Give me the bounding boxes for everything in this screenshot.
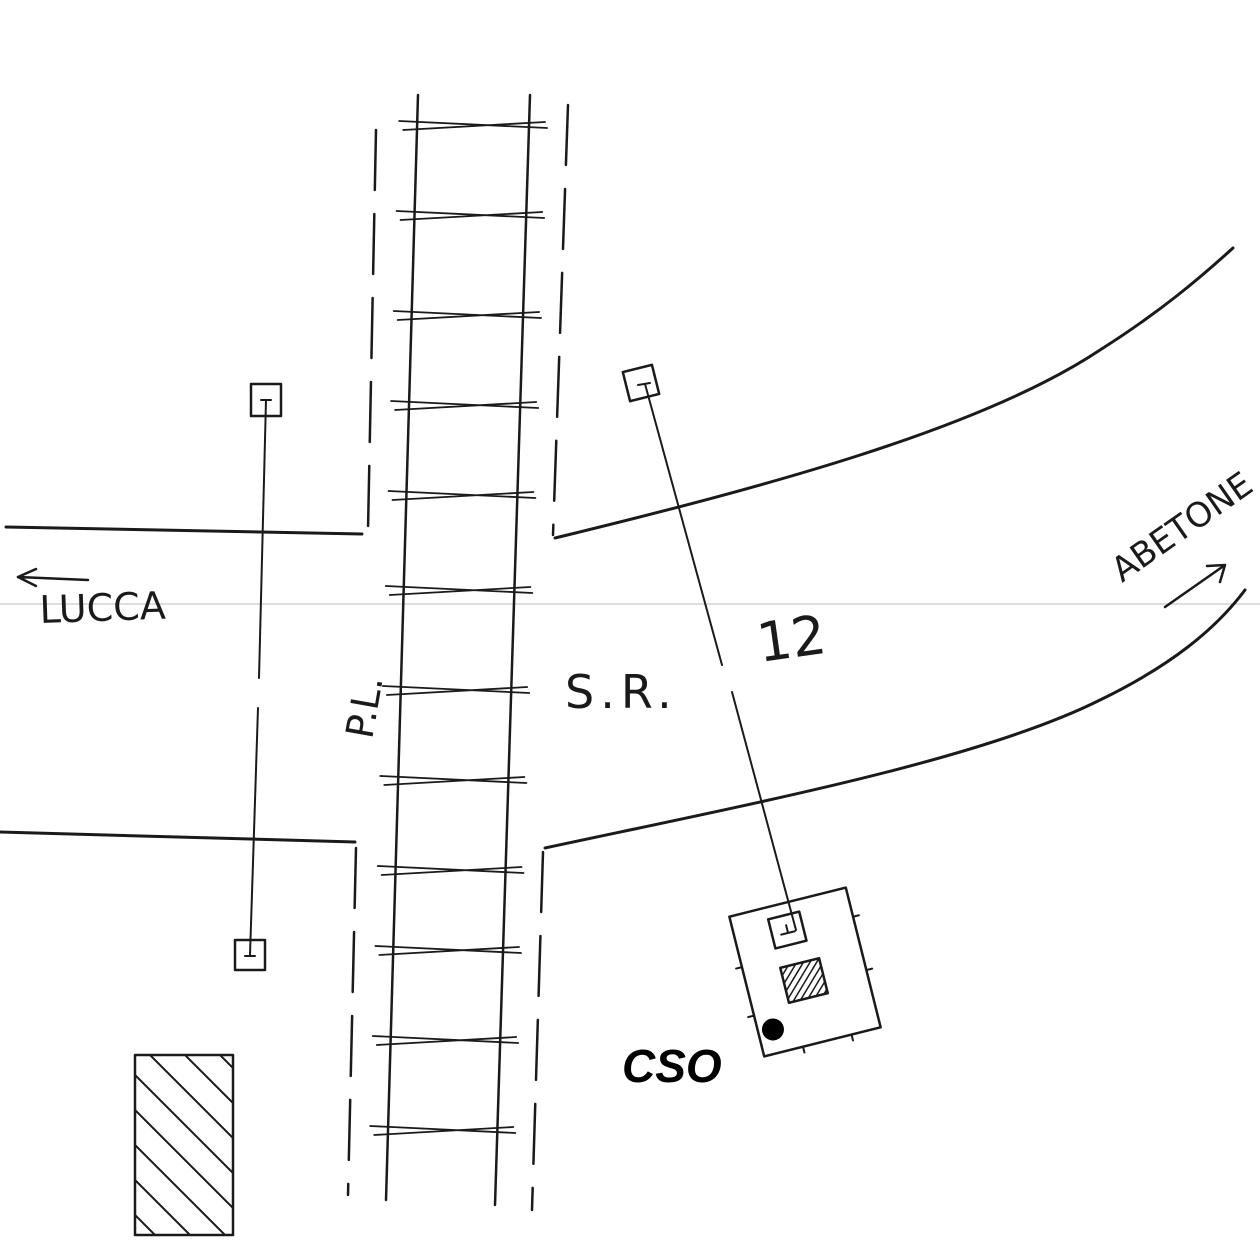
sleeper bbox=[374, 945, 522, 956]
sleeper bbox=[395, 210, 546, 221]
rail-left bbox=[384, 93, 420, 1202]
arrow-left-icon bbox=[16, 567, 90, 588]
right-road-top-edge bbox=[553, 246, 1235, 540]
crossing-boundary-left-upper bbox=[366, 128, 378, 532]
sleeper bbox=[381, 685, 531, 696]
sleeper bbox=[390, 400, 540, 411]
building-outline bbox=[133, 1053, 235, 1237]
sleepers bbox=[369, 120, 548, 1136]
barrier-right-top-post bbox=[621, 363, 661, 403]
sleeper bbox=[379, 775, 528, 786]
barrier-right-arm-upper bbox=[644, 383, 723, 666]
barrier-right bbox=[621, 363, 797, 931]
cabinet-outline bbox=[728, 886, 882, 1058]
crossing-boundary-right-upper bbox=[551, 103, 570, 537]
cabinet-side-ticks bbox=[735, 914, 874, 1054]
cabinet-hatching bbox=[780, 958, 828, 1003]
crossing-boundary-left-lower bbox=[346, 846, 358, 1197]
cabinet-hatched-box bbox=[779, 956, 830, 1005]
rail-right bbox=[493, 93, 532, 1207]
cso-cabinet bbox=[728, 886, 882, 1058]
building bbox=[133, 1053, 235, 1237]
right-road bbox=[543, 246, 1247, 850]
sleeper bbox=[384, 585, 534, 596]
label-abetone: ABETONE bbox=[1104, 464, 1260, 590]
cabinet-barrier-post bbox=[766, 910, 808, 950]
cabinet-barrier-pin bbox=[780, 924, 796, 936]
barrier-left bbox=[233, 382, 283, 972]
arrow-up-right-icon bbox=[1163, 563, 1227, 609]
barrier-left-bottom-post bbox=[233, 938, 267, 972]
label-road-number: 12 bbox=[753, 603, 830, 675]
crossing-boundaries bbox=[346, 103, 570, 1212]
label-level-crossing: P.L. bbox=[338, 673, 392, 742]
left-road-bottom-edge bbox=[0, 830, 357, 844]
railway-track bbox=[369, 93, 548, 1207]
label-road-sr: S.R. bbox=[565, 665, 678, 719]
sleeper bbox=[371, 1035, 520, 1046]
sleeper bbox=[387, 490, 537, 501]
cabinet-dot bbox=[761, 1018, 784, 1041]
crossing-boundary-right-lower bbox=[530, 850, 545, 1212]
barrier-right-arm-lower bbox=[731, 691, 797, 931]
label-lucca: LUCCA bbox=[39, 584, 167, 632]
label-cso: CSO bbox=[622, 1040, 722, 1092]
right-road-bottom-edge bbox=[543, 588, 1247, 850]
sleeper bbox=[369, 1125, 517, 1136]
left-road-top-edge bbox=[4, 525, 364, 536]
sleeper bbox=[376, 865, 525, 876]
barrier-left-arm-lower bbox=[249, 707, 259, 956]
sleeper bbox=[398, 120, 548, 131]
sleeper bbox=[392, 310, 542, 321]
left-road bbox=[0, 525, 364, 844]
building-hatching bbox=[135, 1055, 233, 1235]
barrier-left-arm-upper bbox=[258, 399, 267, 679]
